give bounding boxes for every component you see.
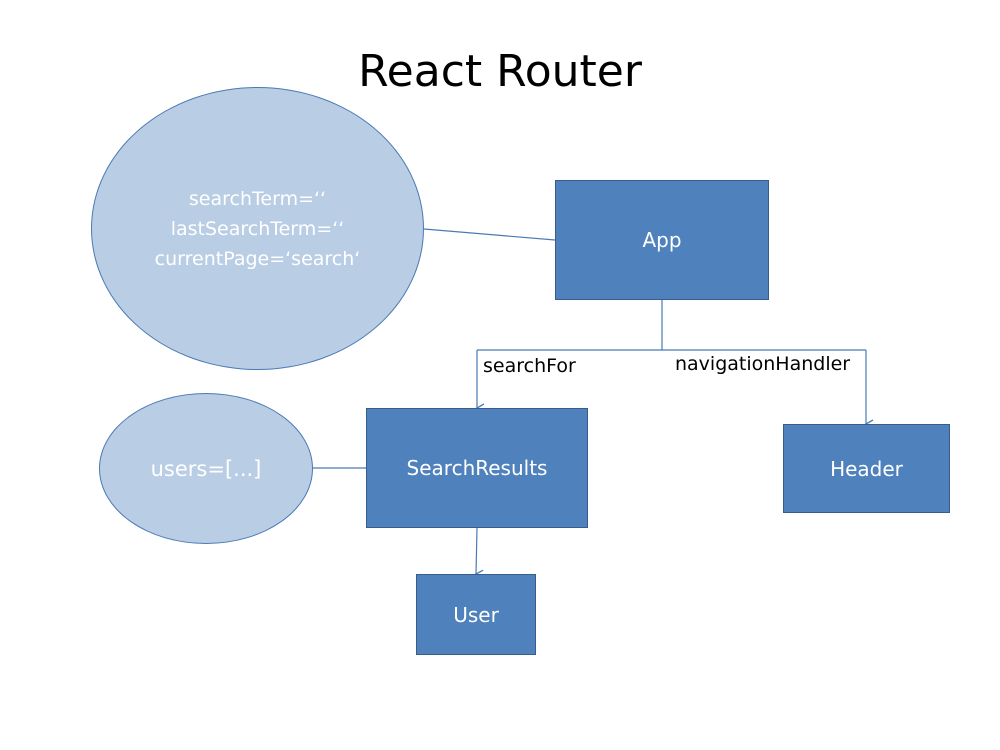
users-state-label: users=[...]	[150, 456, 262, 481]
users-state-ellipse: users=[...]	[99, 393, 313, 544]
search-user-arrow	[474, 527, 484, 579]
slide-title: React Router	[358, 46, 642, 90]
app-state-link	[423, 228, 556, 241]
search-results-label: SearchResults	[406, 456, 548, 480]
state-line-last-search-term: lastSearchTerm=‘‘	[170, 217, 345, 240]
search-results-component-box: SearchResults	[366, 408, 588, 528]
app-state-ellipse: searchTerm=‘‘ lastSearchTerm=‘‘ currentP…	[91, 87, 424, 370]
title-clip: React Router	[0, 0, 1000, 90]
navigation-handler-label: navigationHandler	[675, 353, 851, 375]
header-label: Header	[830, 456, 903, 481]
user-label: User	[453, 602, 499, 627]
state-line-search-term: searchTerm=‘‘	[188, 187, 327, 210]
state-line-current-page: currentPage=‘search‘	[154, 247, 361, 270]
user-component-box: User	[416, 574, 536, 655]
app-component-box: App	[555, 180, 769, 300]
header-component-box: Header	[783, 424, 950, 513]
search-for-label: searchFor	[483, 355, 576, 377]
app-label: App	[642, 228, 682, 252]
